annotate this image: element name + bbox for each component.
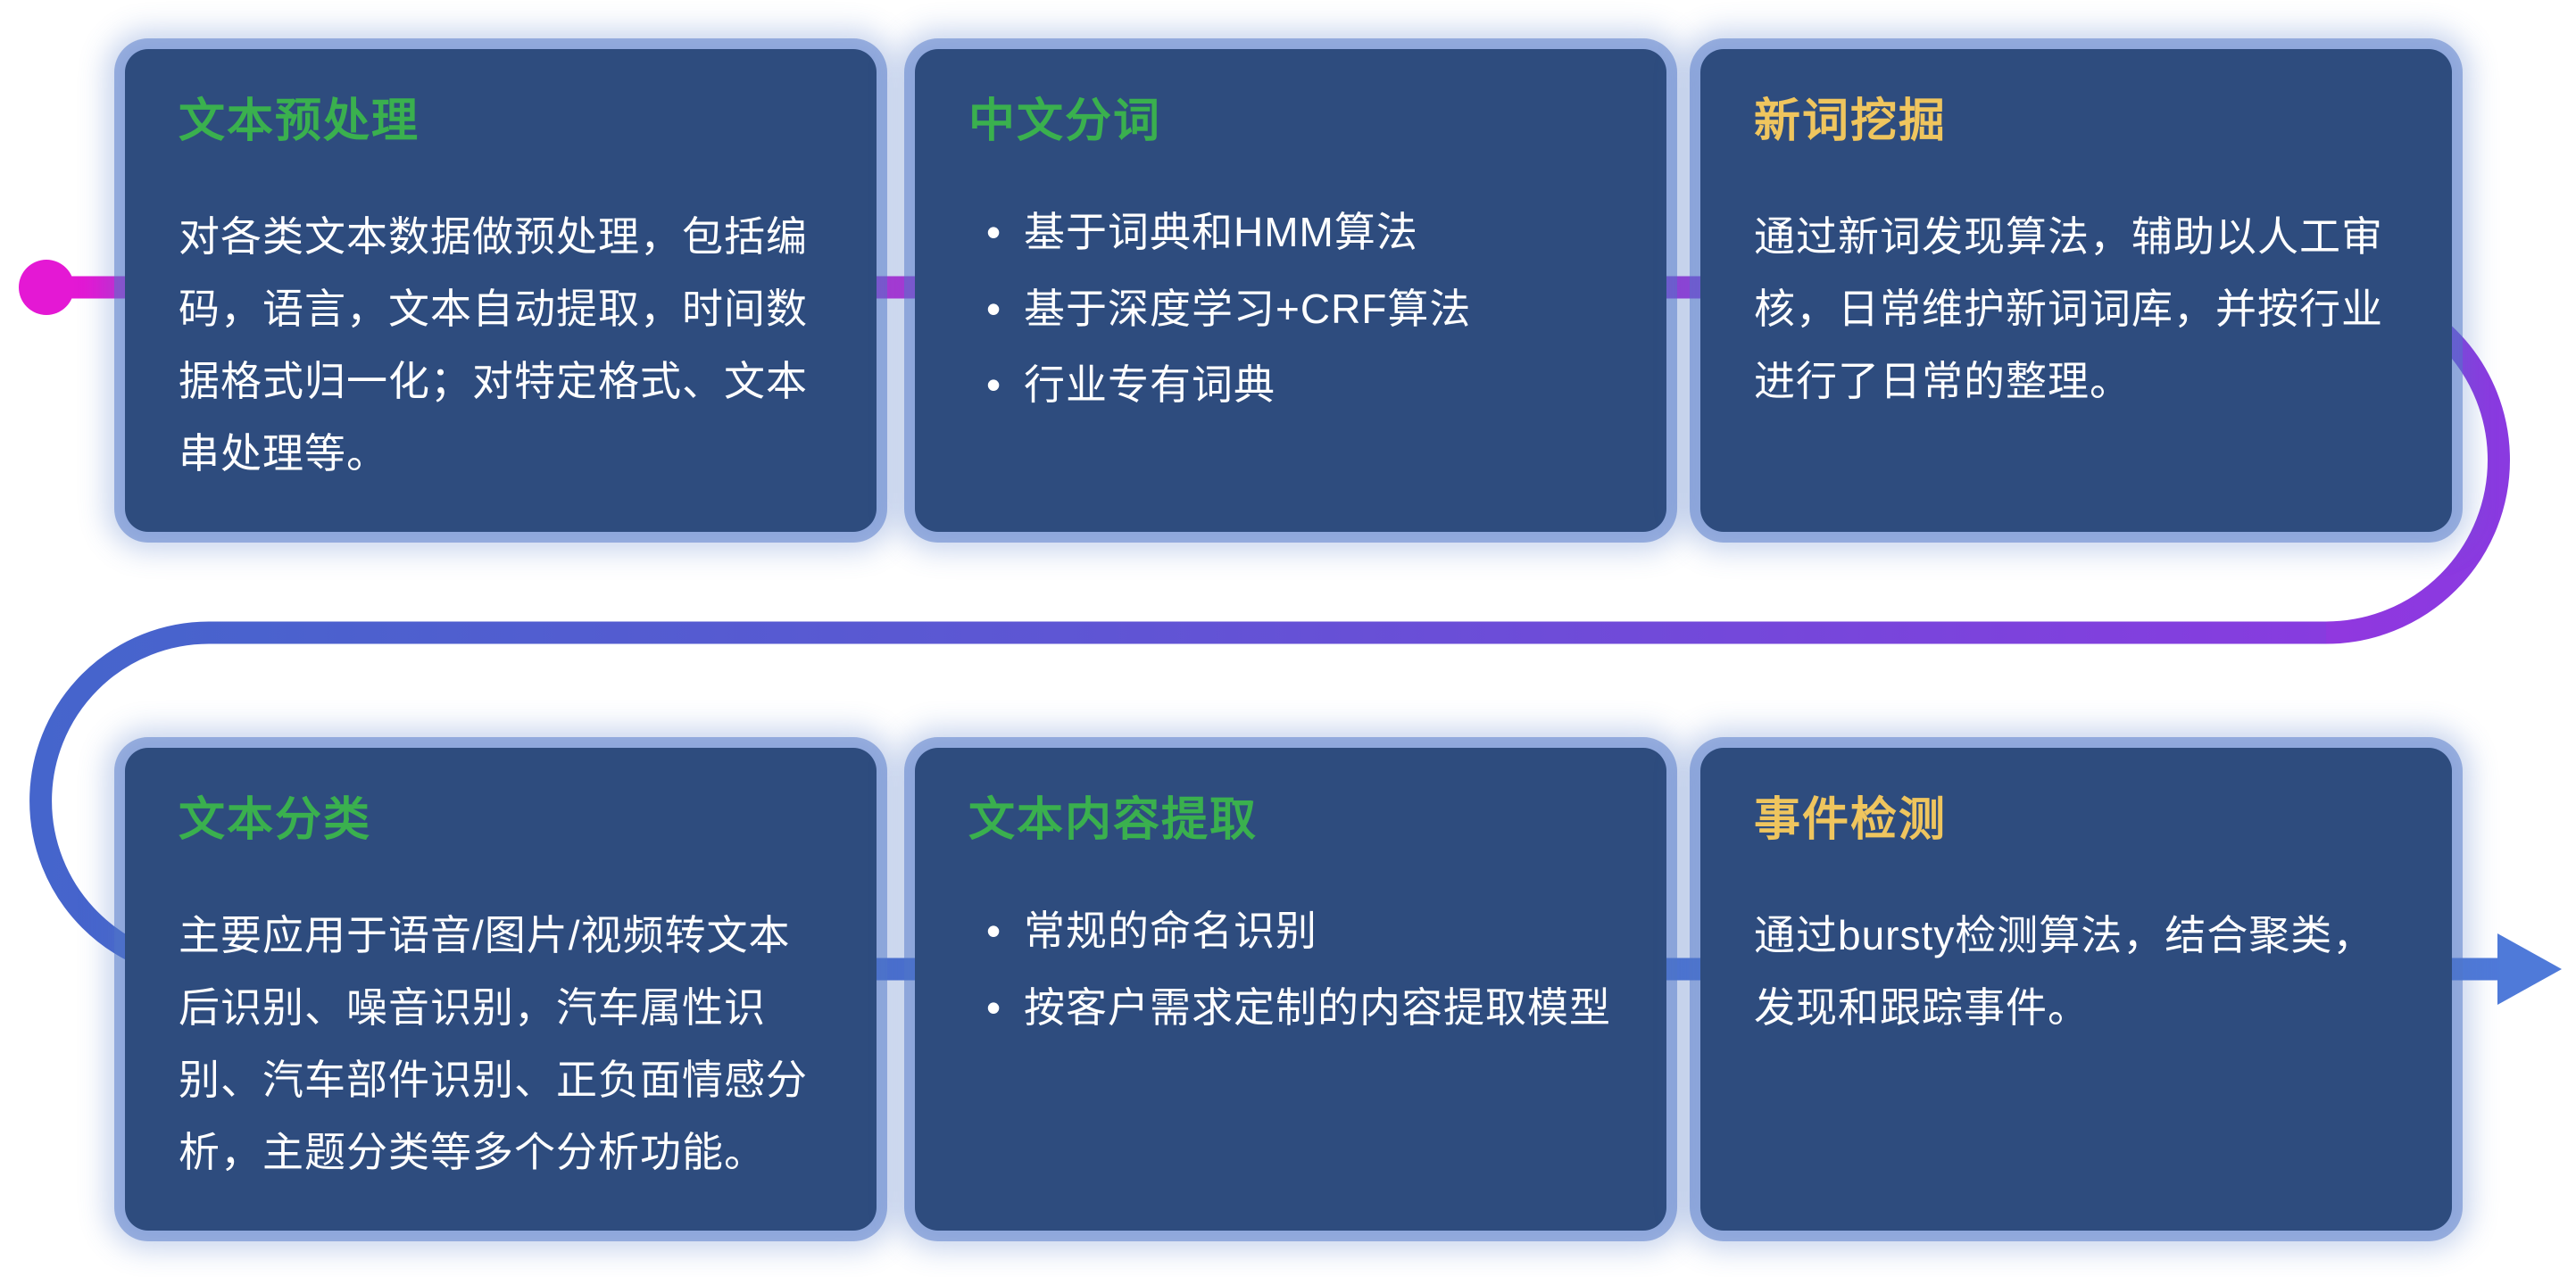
card-text-content-extraction: 文本内容提取 常规的命名识别 按客户需求定制的内容提取模型	[915, 748, 1666, 1231]
card-body: 通过新词发现算法，辅助以人工审核，日常维护新词词库，并按行业进行了日常的整理。	[1754, 213, 2383, 405]
flow-start-dot-icon	[19, 260, 74, 315]
card-title: 中文分词	[968, 95, 1162, 147]
card-title: 事件检测	[1754, 794, 1948, 846]
bullet-item: 按客户需求定制的内容提取模型	[986, 976, 1613, 1041]
card-title: 文本预处理	[179, 95, 420, 147]
flow-arrow-icon	[2497, 933, 2562, 1005]
card-body: 通过bursty检测算法，结合聚类，发现和跟踪事件。	[1754, 912, 2375, 1032]
card-text-preprocessing: 文本预处理 对各类文本数据做预处理，包括编码，语言，文本自动提取，时间数据格式归…	[125, 49, 877, 532]
card-bullet-list: 常规的命名识别 按客户需求定制的内容提取模型	[968, 900, 1613, 1040]
bullet-item: 基于深度学习+CRF算法	[986, 278, 1613, 342]
card-chinese-word-segmentation: 中文分词 基于词典和HMM算法 基于深度学习+CRF算法 行业专有词典	[915, 49, 1666, 532]
bullet-item: 常规的命名识别	[986, 900, 1613, 964]
bullet-item: 基于词典和HMM算法	[986, 201, 1613, 265]
card-bullet-list: 基于词典和HMM算法 基于深度学习+CRF算法 行业专有词典	[968, 201, 1613, 417]
card-event-detection: 事件检测 通过bursty检测算法，结合聚类，发现和跟踪事件。	[1700, 748, 2452, 1231]
bullet-item: 行业专有词典	[986, 353, 1613, 418]
card-new-word-mining: 新词挖掘 通过新词发现算法，辅助以人工审核，日常维护新词词库，并按行业进行了日常…	[1700, 49, 2452, 532]
card-body: 对各类文本数据做预处理，包括编码，语言，文本自动提取，时间数据格式归一化；对特定…	[179, 213, 808, 477]
card-text-classification: 文本分类 主要应用于语音/图片/视频转文本后识别、噪音识别，汽车属性识别、汽车部…	[125, 748, 877, 1231]
card-title: 文本分类	[179, 794, 372, 846]
card-title: 新词挖掘	[1754, 95, 1948, 147]
card-body: 主要应用于语音/图片/视频转文本后识别、噪音识别，汽车属性识别、汽车部件识别、正…	[179, 912, 808, 1176]
card-title: 文本内容提取	[968, 794, 1259, 846]
